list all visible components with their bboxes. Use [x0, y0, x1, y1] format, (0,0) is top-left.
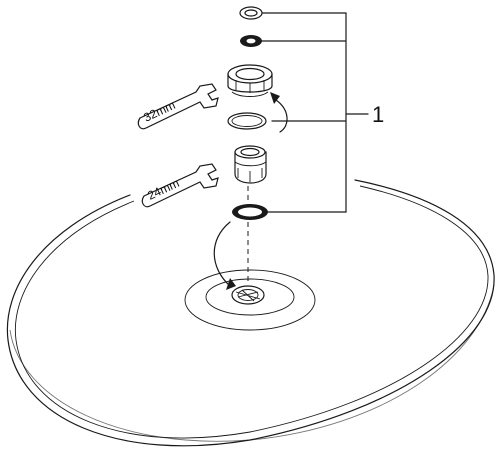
callout-number: 1	[372, 102, 384, 127]
top-washer	[239, 6, 263, 20]
washer-lower	[232, 204, 268, 220]
center-thread	[231, 285, 265, 305]
o-ring-upper	[227, 112, 267, 130]
tighten-arrow-lower	[213, 221, 236, 290]
wrench-24mm-icon: 24mm	[141, 163, 219, 208]
shower-head-plate	[6, 179, 495, 447]
callout-bracket	[261, 12, 369, 213]
wrench-32mm-icon: 32mm	[137, 83, 219, 130]
center-boss	[184, 269, 316, 331]
nipple-24mm	[234, 145, 267, 184]
nut-32mm	[227, 64, 273, 97]
filter-seal	[240, 35, 262, 47]
tighten-arrow-upper	[270, 92, 288, 133]
